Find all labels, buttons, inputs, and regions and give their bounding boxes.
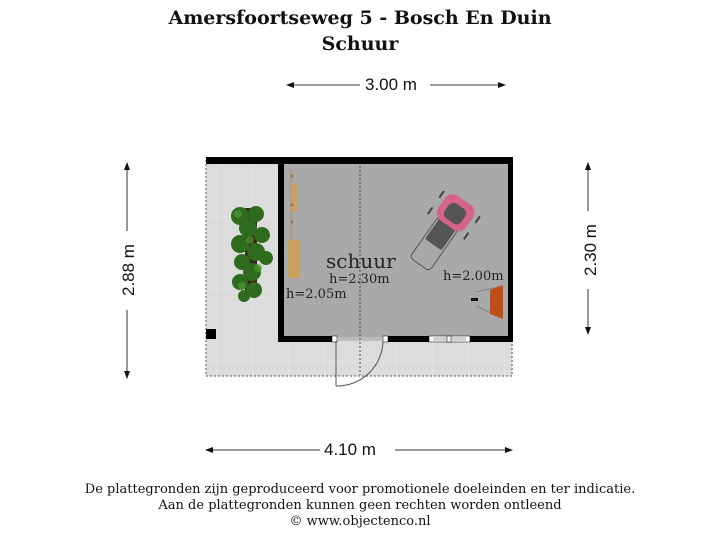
window-icon <box>428 335 471 343</box>
room-height: h=2.30m <box>329 272 390 287</box>
copyright: © www.objectenco.nl <box>289 514 431 529</box>
page-subtitle: Schuur <box>321 33 399 55</box>
shelf-icon <box>288 170 300 278</box>
right-wall-height: h=2.00m <box>443 269 504 284</box>
lawnmower-icon <box>410 190 481 271</box>
plant-icon <box>231 206 273 302</box>
wheelbarrow-icon <box>471 285 503 319</box>
shed-floor <box>280 162 508 337</box>
left-wall-height: h=2.05m <box>286 287 347 302</box>
room-name: schuur <box>326 249 396 273</box>
dimension-label-left: 2.88 m <box>119 231 139 309</box>
disclaimer-line-2: Aan de plattegronden kunnen geen rechten… <box>158 498 562 513</box>
door-swing-icon <box>331 335 389 387</box>
dimension-label-right: 2.30 m <box>581 211 601 289</box>
disclaimer-line-1: De plattegronden zijn geproduceerd voor … <box>84 482 636 497</box>
dimension-label-bottom: 4.10 m <box>320 440 380 460</box>
page-title: Amersfoortseweg 5 - Bosch En Duin <box>168 7 552 29</box>
walls <box>206 157 513 342</box>
dimension-label-top: 3.00 m <box>361 75 421 95</box>
